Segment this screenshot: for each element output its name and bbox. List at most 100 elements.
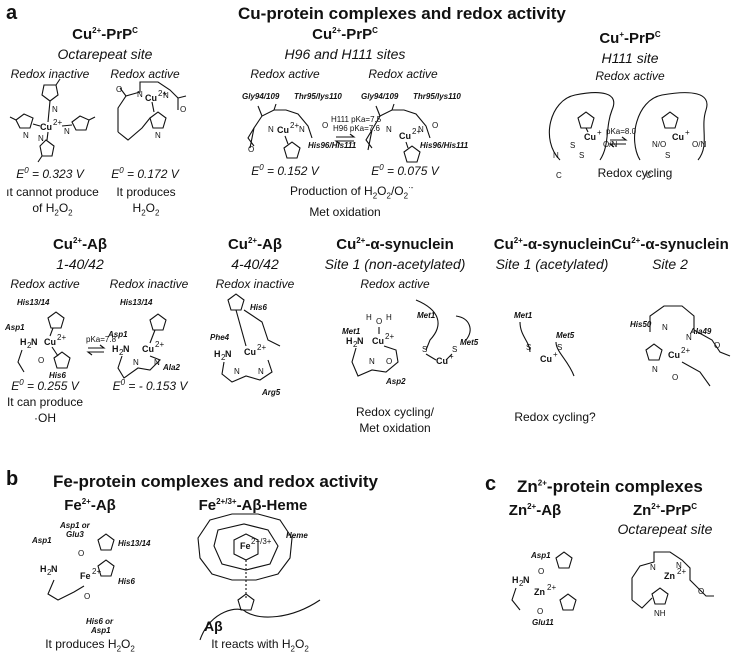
svg-text:S: S — [422, 345, 427, 354]
svg-text:H: H — [214, 349, 221, 359]
svg-text:Cu: Cu — [277, 125, 289, 135]
svg-text:Ala2: Ala2 — [162, 363, 180, 372]
svg-text:NH: NH — [654, 609, 666, 618]
svg-text:N: N — [652, 365, 658, 374]
svg-text:2+: 2+ — [155, 340, 164, 349]
svg-text:O: O — [537, 607, 543, 616]
svg-text:H: H — [346, 336, 353, 346]
zn-prp-title: Zn2+-PrPC — [632, 502, 698, 519]
abeta4-title: Cu2+-Aβ — [227, 236, 283, 253]
svg-text:His96/His111: His96/His111 — [420, 141, 469, 150]
svg-text:H: H — [386, 313, 392, 322]
svg-text:2: 2 — [353, 340, 358, 349]
octarepeat-right-state: Redox active — [110, 67, 180, 81]
svg-text:Phe4: Phe4 — [210, 333, 230, 342]
svg-text:O: O — [116, 85, 122, 94]
zn-abeta-structure: Asp1 H 2 N Zn 2+ O O Glu11 — [511, 551, 577, 627]
svg-text:N: N — [23, 131, 29, 140]
svg-text:2+: 2+ — [677, 567, 686, 576]
svg-text:N: N — [225, 349, 232, 359]
svg-text:Met1: Met1 — [417, 311, 436, 320]
svg-text:N/O: N/O — [652, 140, 666, 149]
syn1-right-structure: Met1 Met5 S S Cu + — [415, 299, 479, 366]
svg-text:N: N — [386, 125, 392, 134]
abeta1-right-state: Redox inactive — [109, 277, 189, 291]
svg-text:Asp1: Asp1 — [4, 323, 25, 332]
svg-text:+: + — [597, 128, 602, 137]
svg-text:Cu: Cu — [540, 354, 552, 364]
svg-text:+: + — [553, 350, 558, 359]
svg-text:His96/His111: His96/His111 — [308, 141, 357, 150]
h96-right-state: Redox active — [368, 67, 438, 81]
h96-equilibrium: H111 pKa=7.5 H96 pKa=7.6 — [331, 115, 382, 145]
h96-note: Production of H2O2/O2·-Met oxidation — [290, 183, 414, 220]
octarepeat-active-structure: Cu 2+ O N N O N — [116, 81, 186, 141]
svg-text:Heme: Heme — [286, 531, 308, 540]
svg-text:2: 2 — [27, 341, 32, 350]
h111-note: Redox cycling — [597, 166, 673, 180]
svg-text:2+: 2+ — [412, 127, 421, 136]
svg-text:S: S — [579, 151, 584, 160]
abeta1-subtitle: 1-40/42 — [56, 256, 104, 272]
octarepeat-inactive-structure: Cu 2+ N N N N — [9, 78, 96, 163]
svg-text:Fe: Fe — [80, 571, 91, 581]
svg-text:Zn: Zn — [534, 587, 545, 597]
svg-text:N: N — [357, 336, 364, 346]
svg-text:2+: 2+ — [57, 333, 66, 342]
svg-text:H: H — [112, 344, 119, 354]
svg-text:O: O — [84, 592, 90, 601]
svg-text:N: N — [38, 134, 44, 143]
fe-heme-abeta-label: Aβ — [204, 618, 223, 634]
svg-text:Glu11: Glu11 — [532, 618, 554, 627]
panel-label-a: a — [6, 2, 18, 24]
svg-text:2+: 2+ — [547, 583, 556, 592]
fe-heme-structure: Fe 2+/3+ Heme Aβ — [197, 513, 321, 641]
svg-text:C: C — [646, 171, 652, 180]
svg-text:His13/14: His13/14 — [17, 298, 50, 307]
svg-text:O: O — [376, 317, 382, 326]
svg-text:Cu: Cu — [40, 122, 52, 132]
svg-text:Ala49: Ala49 — [689, 327, 712, 336]
h96-thr-left: Thr95/lys110 — [294, 92, 342, 101]
h96-gly-left: Gly94/109 — [242, 92, 280, 101]
h96-pka-1: H111 pKa=7.5 — [331, 115, 382, 124]
svg-text:N: N — [155, 131, 161, 140]
svg-text:2: 2 — [519, 579, 524, 588]
svg-text:+: + — [449, 352, 454, 361]
svg-text:N: N — [31, 337, 38, 347]
svg-text:O: O — [672, 373, 678, 382]
syn1-left-structure: Met1 H 2 N Cu 2+ O H H N O Asp2 — [342, 313, 406, 386]
svg-text:His6 or: His6 or — [86, 617, 114, 626]
abeta4-structure: His6 Phe4 H 2 N Cu 2+ N N Arg5 — [210, 293, 281, 397]
h96-title: Cu2+-PrPC — [312, 26, 378, 43]
svg-text:O/N: O/N — [692, 140, 706, 149]
syn3-title: Cu2+-α-synuclein — [611, 236, 729, 253]
svg-text:N: N — [234, 367, 240, 376]
svg-text:2+: 2+ — [158, 89, 167, 98]
syn2-title: Cu2+-α-synuclein — [493, 236, 612, 253]
octarepeat-title: Cu2+-PrPC — [72, 26, 138, 43]
svg-text:Asp1 or: Asp1 or — [59, 521, 91, 530]
svg-text:+: + — [685, 128, 690, 137]
syn1-state: Redox active — [360, 277, 430, 291]
svg-text:Met5: Met5 — [460, 338, 479, 347]
svg-text:C: C — [556, 171, 562, 180]
h111-pka: pKa=8.0 — [606, 127, 637, 136]
svg-text:His6: His6 — [118, 577, 135, 586]
svg-text:N: N — [418, 125, 424, 134]
zn-prp-subtitle: Octarepeat site — [617, 521, 713, 537]
zn-prp-structure: Zn 2+ N N O NH — [631, 551, 714, 618]
svg-text:Cu: Cu — [584, 132, 596, 142]
h96-right-potential: E0 = 0.075 V — [371, 163, 439, 178]
h96-thr-right: Thr95/lys110 — [413, 92, 461, 101]
svg-text:O: O — [322, 121, 328, 130]
fe-abeta-title: Fe2+-Aβ — [64, 497, 116, 514]
svg-text:O: O — [38, 356, 44, 365]
svg-text:Fe: Fe — [240, 541, 251, 551]
abeta1-right-potential: E0 = - 0.153 V — [112, 378, 188, 393]
svg-text:N: N — [123, 344, 130, 354]
svg-text:Asp1: Asp1 — [107, 330, 128, 339]
syn2-subtitle: Site 1 (acetylated) — [495, 256, 609, 272]
h96-right-structure: Gly94/109 Thr95/lys110 Cu 2+ N N His96/H… — [361, 92, 469, 163]
